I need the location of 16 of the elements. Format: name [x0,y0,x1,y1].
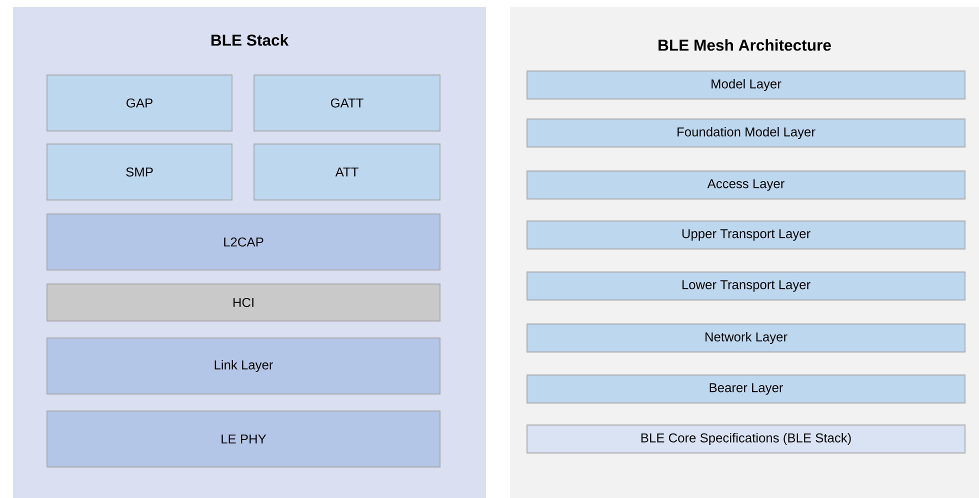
layer-box: Upper Transport Layer [526,220,966,250]
layer-box: SMP [46,144,232,200]
layer-box: ATT [254,144,440,200]
layer-box: Bearer Layer [526,374,966,404]
layer-box: LE PHY [46,410,440,468]
layer-box: GATT [254,74,440,132]
layer-box: BLE Core Specifications (BLE Stack) [526,424,966,454]
layer-box: HCI [46,284,440,322]
layer-box: Lower Transport Layer [526,272,966,300]
layer-box: Link Layer [46,338,440,394]
layer-box: Access Layer [526,170,966,200]
layer-box: L2CAP [46,214,440,270]
layer-box: Foundation Model Layer [526,118,966,148]
layer-box: GAP [46,74,232,132]
layer-box: Model Layer [526,70,966,100]
layer-box: Network Layer [526,324,966,352]
